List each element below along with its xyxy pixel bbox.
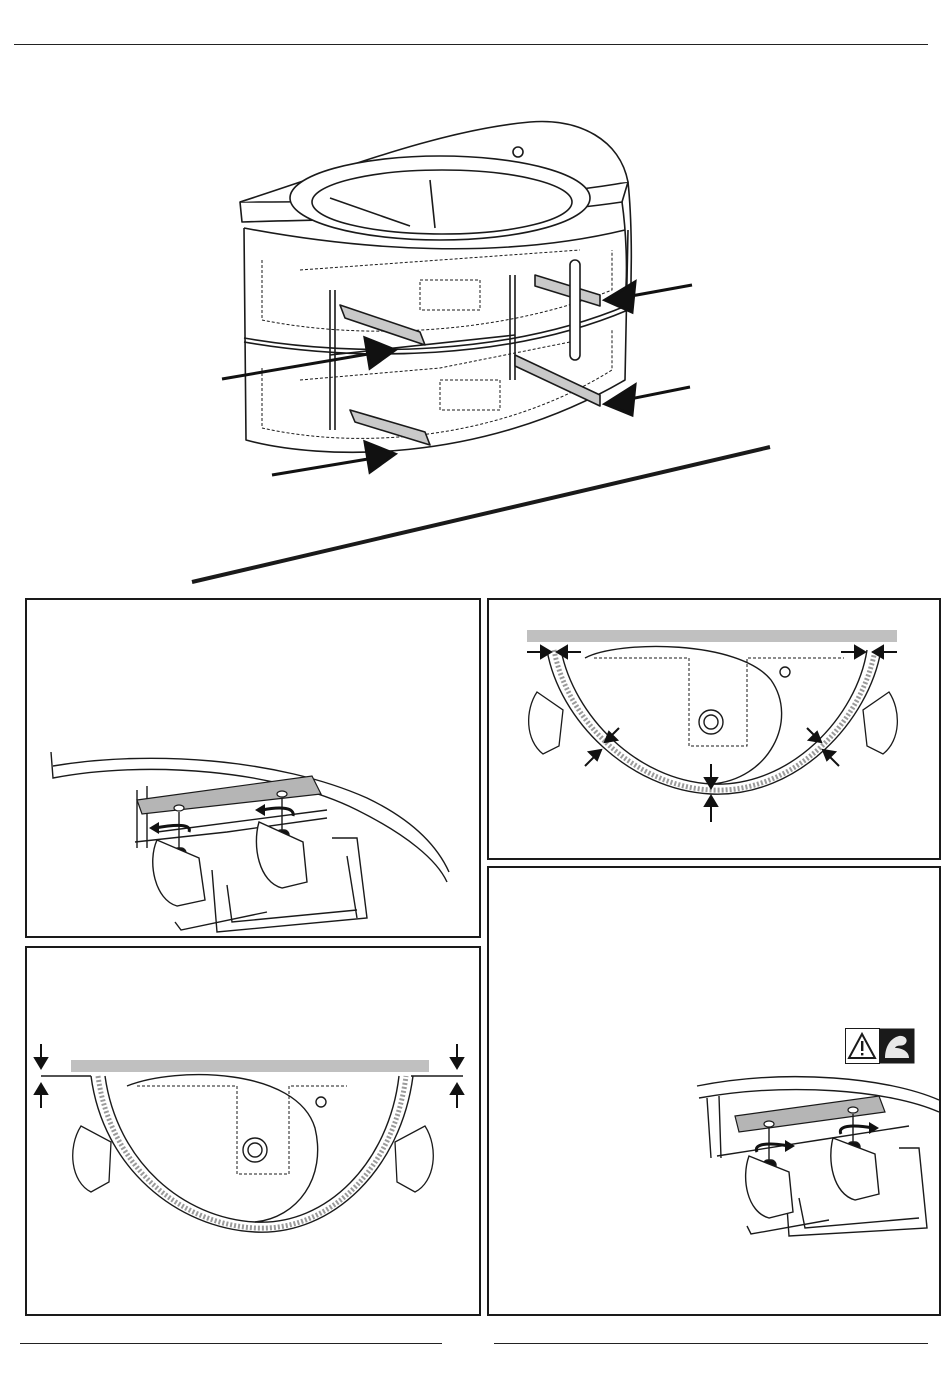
warning-triangle-icon xyxy=(846,1029,880,1064)
footer-rule-left xyxy=(20,1343,442,1344)
strength-arm-icon xyxy=(880,1029,915,1064)
screwdriver-adjust-rail-icon xyxy=(27,600,479,936)
warning-icons xyxy=(845,1028,915,1064)
footer-rule-right xyxy=(494,1343,928,1344)
screwdriver-adjust-rail-icon xyxy=(489,868,939,1314)
panel-gap-alignment xyxy=(487,598,941,860)
gap-alignment-top-view-icon xyxy=(489,600,939,858)
panel-adjust-right xyxy=(487,866,941,1316)
panel-level-alignment xyxy=(25,946,481,1316)
level-alignment-top-view-icon xyxy=(27,948,479,1314)
panel-adjust-left xyxy=(25,598,481,938)
vanity-cabinet-with-drawers-icon xyxy=(180,110,780,590)
header-rule xyxy=(14,44,928,45)
